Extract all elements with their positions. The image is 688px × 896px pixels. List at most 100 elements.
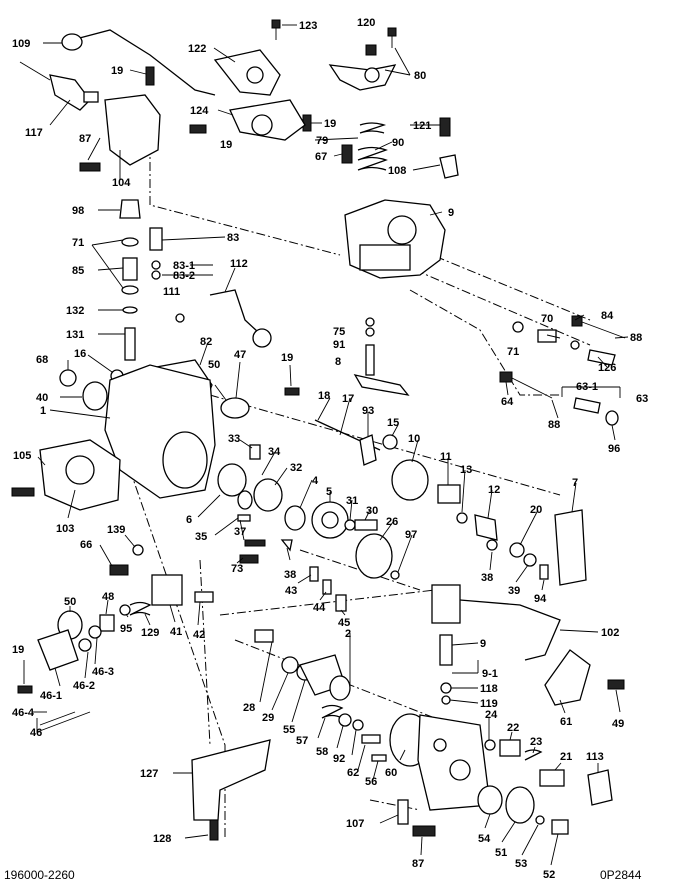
part-label: 82 [200, 336, 212, 348]
part-label: 95 [120, 623, 132, 635]
part-label: 90 [392, 137, 404, 149]
part-label: 46-3 [92, 666, 114, 678]
part-label: 84 [601, 310, 614, 322]
part-label: 121 [413, 120, 431, 132]
part-label: 12 [488, 484, 500, 496]
part-label: 48 [102, 591, 114, 603]
part-label: 52 [543, 869, 555, 881]
part-label: 131 [66, 329, 84, 341]
part-label: 126 [598, 362, 616, 374]
part-label: 88 [630, 332, 642, 344]
part-number-labels: 123 120 109 122 80 19 117 124 19 121 87 … [12, 17, 648, 881]
part-label: 68 [36, 354, 48, 366]
part-label: 83 [227, 232, 239, 244]
part-label: 83-2 [173, 270, 195, 282]
part-label: 17 [342, 393, 354, 405]
part-label: 71 [507, 346, 519, 358]
part-label: 122 [188, 43, 206, 55]
part-label: 19 [220, 139, 232, 151]
part-label: 83-1 [173, 260, 195, 272]
part-label: 50 [208, 359, 220, 371]
part-label: 50 [64, 596, 76, 608]
part-label: 11 [440, 451, 452, 463]
part-label: 5 [326, 486, 332, 498]
part-label: 37 [234, 526, 246, 538]
part-label: 103 [56, 523, 74, 535]
part-label: 46-2 [73, 680, 95, 692]
part-label: 129 [141, 627, 159, 639]
part-label: 91 [333, 339, 345, 351]
part-label: 63 [636, 393, 648, 405]
part-label: 29 [262, 712, 274, 724]
part-label: 40 [36, 392, 48, 404]
part-label: 105 [13, 450, 31, 462]
part-label: 28 [243, 702, 255, 714]
part-label: 98 [72, 205, 84, 217]
part-label: 2 [345, 628, 351, 640]
part-label: 9 [480, 638, 486, 650]
leader-lines [23, 24, 629, 866]
part-label: 118 [480, 683, 498, 695]
part-label: 56 [365, 776, 377, 788]
part-label: 107 [346, 818, 364, 830]
part-label: 8 [335, 356, 341, 368]
part-label: 97 [405, 529, 417, 541]
part-label: 123 [299, 20, 317, 32]
diagram-code-left: 196000-2260 [4, 868, 75, 882]
part-label: 26 [386, 516, 398, 528]
part-label: 51 [495, 847, 507, 859]
part-label: 46 [30, 727, 42, 739]
part-label: 79 [316, 135, 328, 147]
part-label: 1 [40, 405, 46, 417]
part-label: 19 [111, 65, 123, 77]
part-label: 31 [346, 495, 358, 507]
part-label: 70 [541, 313, 553, 325]
part-label: 43 [285, 585, 297, 597]
part-label: 57 [296, 735, 308, 747]
part-label: 71 [72, 237, 84, 249]
part-label: 120 [357, 17, 375, 29]
part-label: 104 [112, 177, 131, 189]
part-label: 46-4 [12, 707, 35, 719]
part-label: 85 [72, 265, 84, 277]
part-label: 13 [460, 464, 472, 476]
part-label: 9-1 [482, 668, 498, 680]
part-label: 94 [534, 593, 547, 605]
part-label: 60 [385, 767, 397, 779]
part-label: 46-1 [40, 690, 62, 702]
part-label: 19 [281, 352, 293, 364]
part-label: 19 [12, 644, 24, 656]
part-label: 124 [190, 105, 209, 117]
part-label: 18 [318, 390, 330, 402]
parts-drawings [11, 19, 626, 841]
part-label: 67 [315, 151, 327, 163]
part-label: 41 [170, 626, 182, 638]
part-label: 109 [12, 38, 30, 50]
part-label: 54 [478, 833, 491, 845]
part-label: 96 [608, 443, 620, 455]
part-label: 53 [515, 858, 527, 870]
part-label: 6 [186, 514, 192, 526]
part-label: 49 [612, 718, 624, 730]
part-label: 127 [140, 768, 158, 780]
part-label: 4 [312, 475, 319, 487]
part-label: 9 [448, 207, 454, 219]
diagram-code-right: 0P2844 [600, 868, 642, 882]
part-label: 117 [25, 127, 43, 139]
part-label: 33 [228, 433, 240, 445]
part-label: 30 [366, 505, 378, 517]
part-label: 64 [501, 396, 514, 408]
part-label: 73 [231, 563, 243, 575]
part-label: 112 [230, 258, 248, 270]
part-label: 139 [107, 524, 125, 536]
part-label: 132 [66, 305, 84, 317]
part-label: 111 [163, 286, 180, 298]
part-label: 23 [530, 736, 542, 748]
part-label: 119 [480, 698, 498, 710]
part-label: 108 [388, 165, 406, 177]
part-label: 61 [560, 716, 572, 728]
part-label: 42 [193, 629, 205, 641]
part-label: 92 [333, 753, 345, 765]
part-label: 22 [507, 722, 519, 734]
